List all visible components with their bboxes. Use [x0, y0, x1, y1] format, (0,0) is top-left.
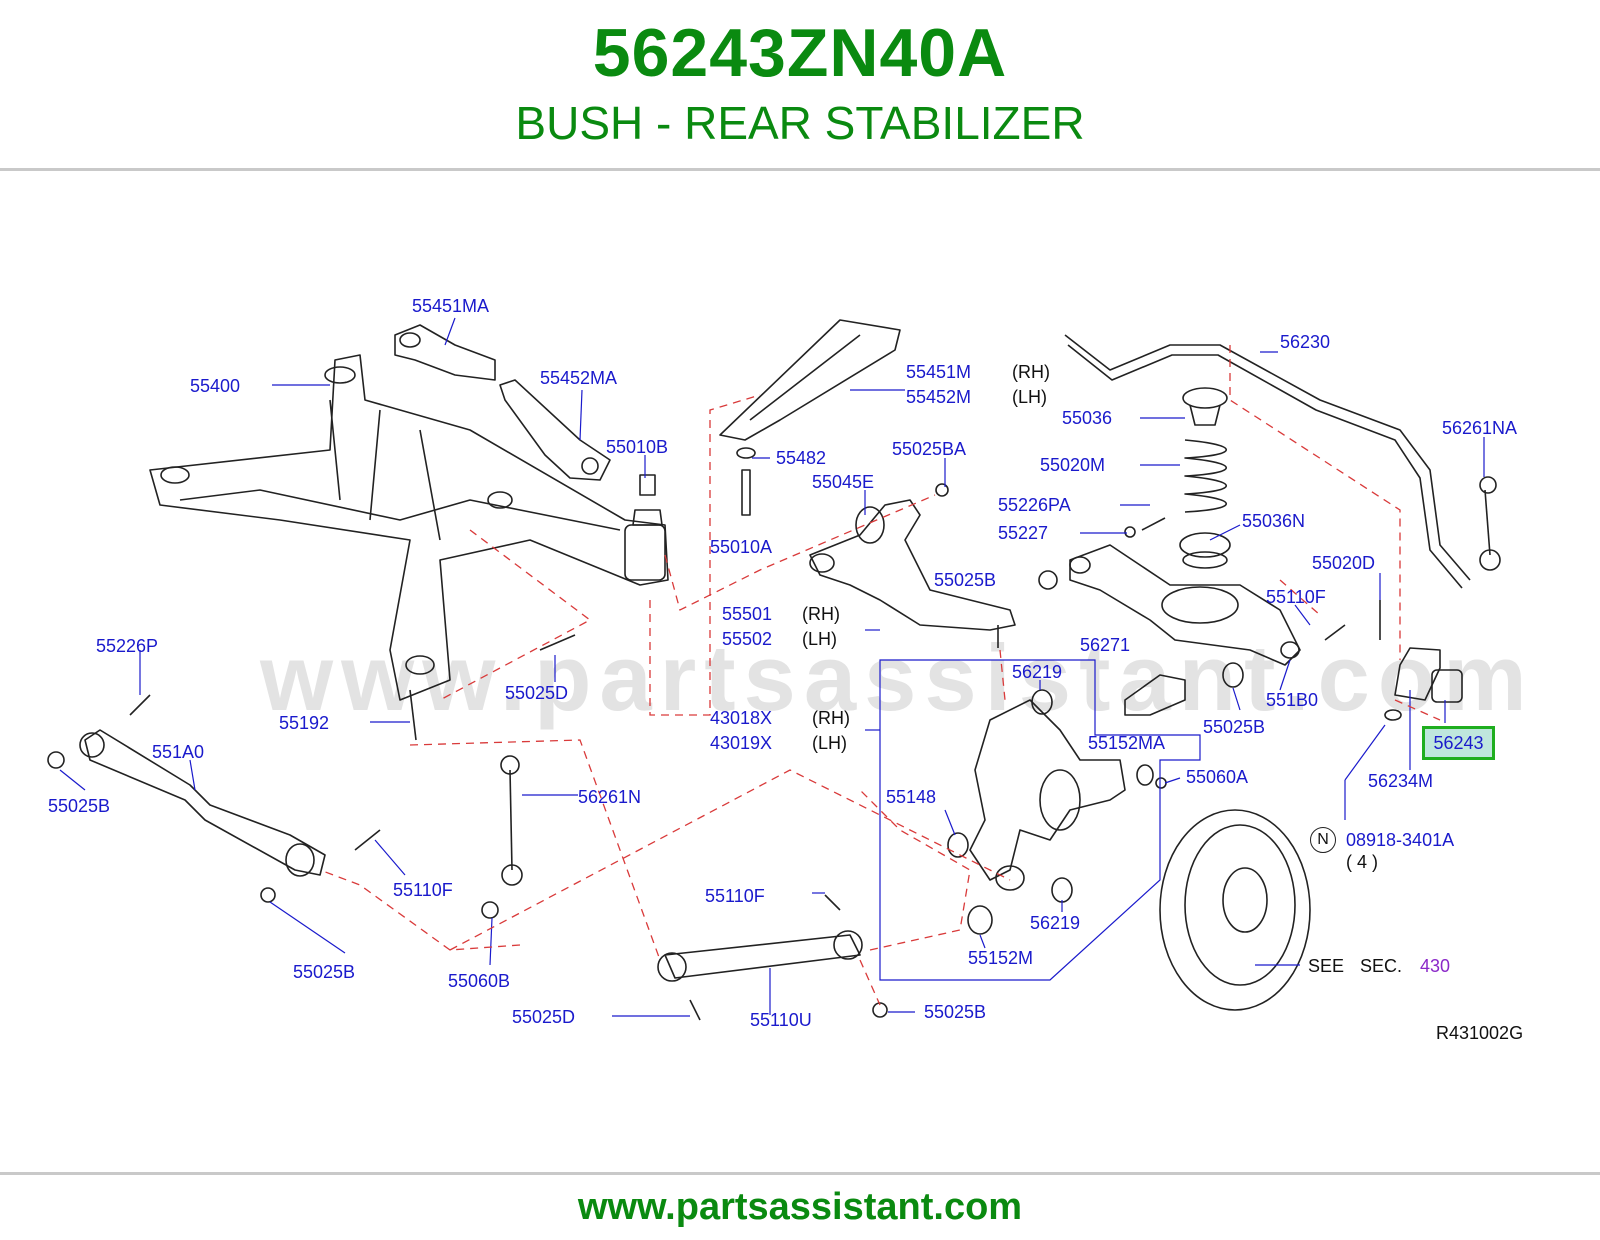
label-55025B-4[interactable]: 55025B [293, 962, 356, 982]
label-08918-3401A[interactable]: 08918-3401A [1346, 830, 1455, 850]
label-55025BA[interactable]: 55025BA [892, 439, 967, 459]
label-55036[interactable]: 55036 [1062, 408, 1113, 428]
label-56219-1[interactable]: 56219 [1012, 662, 1063, 682]
coil-spring-drawing [1179, 387, 1231, 569]
page-header: 56243ZN40A BUSH - REAR STABILIZER [0, 0, 1600, 168]
label-sec-430-link[interactable]: 430 [1420, 956, 1451, 976]
label-43019X-side: (LH) [812, 733, 847, 753]
link-55110U [664, 934, 861, 979]
brake-disc-drawing [1159, 809, 1311, 1011]
lateral-link-551A0 [84, 729, 326, 876]
label-55110F-3[interactable]: 55110F [705, 886, 765, 906]
label-55501-side: (RH) [802, 604, 840, 624]
label-55025B-5[interactable]: 55025B [924, 1002, 987, 1022]
label-55451M-side: (RH) [1012, 362, 1050, 382]
label-55110U[interactable]: 55110U [750, 1010, 812, 1030]
note-n-symbol: N [1310, 827, 1336, 853]
footer-website-link[interactable]: www.partsassistant.com [577, 1186, 1023, 1228]
label-55502-side: (LH) [802, 629, 837, 649]
label-55025B-2[interactable]: 55025B [1203, 717, 1266, 737]
label-551A0[interactable]: 551A0 [152, 742, 205, 762]
diagram-code: R431002G [1436, 1023, 1524, 1043]
label-55060A[interactable]: 55060A [1186, 767, 1249, 787]
label-56219-2[interactable]: 56219 [1030, 913, 1081, 933]
label-55110F-1[interactable]: 55110F [1266, 587, 1326, 607]
label-55452M-side: (LH) [1012, 387, 1047, 407]
label-55025D-1[interactable]: 55025D [505, 683, 569, 703]
subframe-drawing [149, 354, 669, 701]
bracket-55451MA [394, 324, 496, 381]
label-55501[interactable]: 55501 [722, 604, 773, 624]
label-55400[interactable]: 55400 [190, 376, 241, 396]
label-55451MA[interactable]: 55451MA [412, 296, 490, 316]
label-55452MA[interactable]: 55452MA [540, 368, 618, 388]
label-55452M[interactable]: 55452M [906, 387, 972, 407]
header-divider [0, 168, 1600, 171]
reinforcement-55451M [719, 319, 901, 441]
label-55025D-2[interactable]: 55025D [512, 1007, 576, 1027]
label-55192[interactable]: 55192 [279, 713, 330, 733]
label-43019X[interactable]: 43019X [710, 733, 773, 753]
label-08918-qty: ( 4 ) [1346, 852, 1379, 872]
label-55045E[interactable]: 55045E [812, 472, 875, 492]
label-55227[interactable]: 55227 [998, 523, 1049, 543]
label-55148[interactable]: 55148 [886, 787, 937, 807]
lower-arm-551B0 [1069, 544, 1301, 666]
label-55226PA[interactable]: 55226PA [998, 495, 1071, 515]
label-55036N[interactable]: 55036N [1242, 511, 1306, 531]
label-55010A[interactable]: 55010A [710, 537, 773, 557]
label-55025B-3[interactable]: 55025B [48, 796, 111, 816]
part-description: BUSH - REAR STABILIZER [515, 97, 1085, 149]
label-56271[interactable]: 56271 [1080, 635, 1131, 655]
knuckle-43018X [969, 699, 1126, 881]
upper-arm-55501 [809, 499, 1016, 631]
label-56230[interactable]: 56230 [1280, 332, 1331, 352]
label-43018X-side: (RH) [812, 708, 850, 728]
label-55020M[interactable]: 55020M [1040, 455, 1106, 475]
label-56243-highlighted[interactable]: 56243 [1422, 726, 1495, 760]
footer-divider [0, 1172, 1600, 1175]
label-55226P[interactable]: 55226P [96, 636, 159, 656]
watermark: www.partsassistant.com [260, 625, 1535, 730]
label-sec: SEC. [1360, 956, 1403, 976]
label-55010B[interactable]: 55010B [606, 437, 669, 457]
label-55020D[interactable]: 55020D [1312, 553, 1376, 573]
label-551B0[interactable]: 551B0 [1266, 690, 1319, 710]
label-56234M[interactable]: 56234M [1368, 771, 1434, 791]
label-see: SEE [1308, 956, 1345, 976]
link-55452MA [499, 379, 611, 481]
label-55025B-1[interactable]: 55025B [934, 570, 997, 590]
label-55482[interactable]: 55482 [776, 448, 827, 468]
bush-56243 [1431, 669, 1463, 703]
label-43018X[interactable]: 43018X [710, 708, 773, 728]
label-55060B[interactable]: 55060B [448, 971, 511, 991]
clamp-56234M [1394, 647, 1441, 701]
label-56261N[interactable]: 56261N [578, 787, 642, 807]
label-55110F-2[interactable]: 55110F [393, 880, 453, 900]
part-number-title: 56243ZN40A [592, 15, 1008, 91]
label-55451M[interactable]: 55451M [906, 362, 972, 382]
label-55152M[interactable]: 55152M [968, 948, 1034, 968]
label-56261NA[interactable]: 56261NA [1442, 418, 1518, 438]
label-55152MA[interactable]: 55152MA [1088, 733, 1166, 753]
label-55502[interactable]: 55502 [722, 629, 773, 649]
stabilizer-bar [1064, 334, 1471, 581]
